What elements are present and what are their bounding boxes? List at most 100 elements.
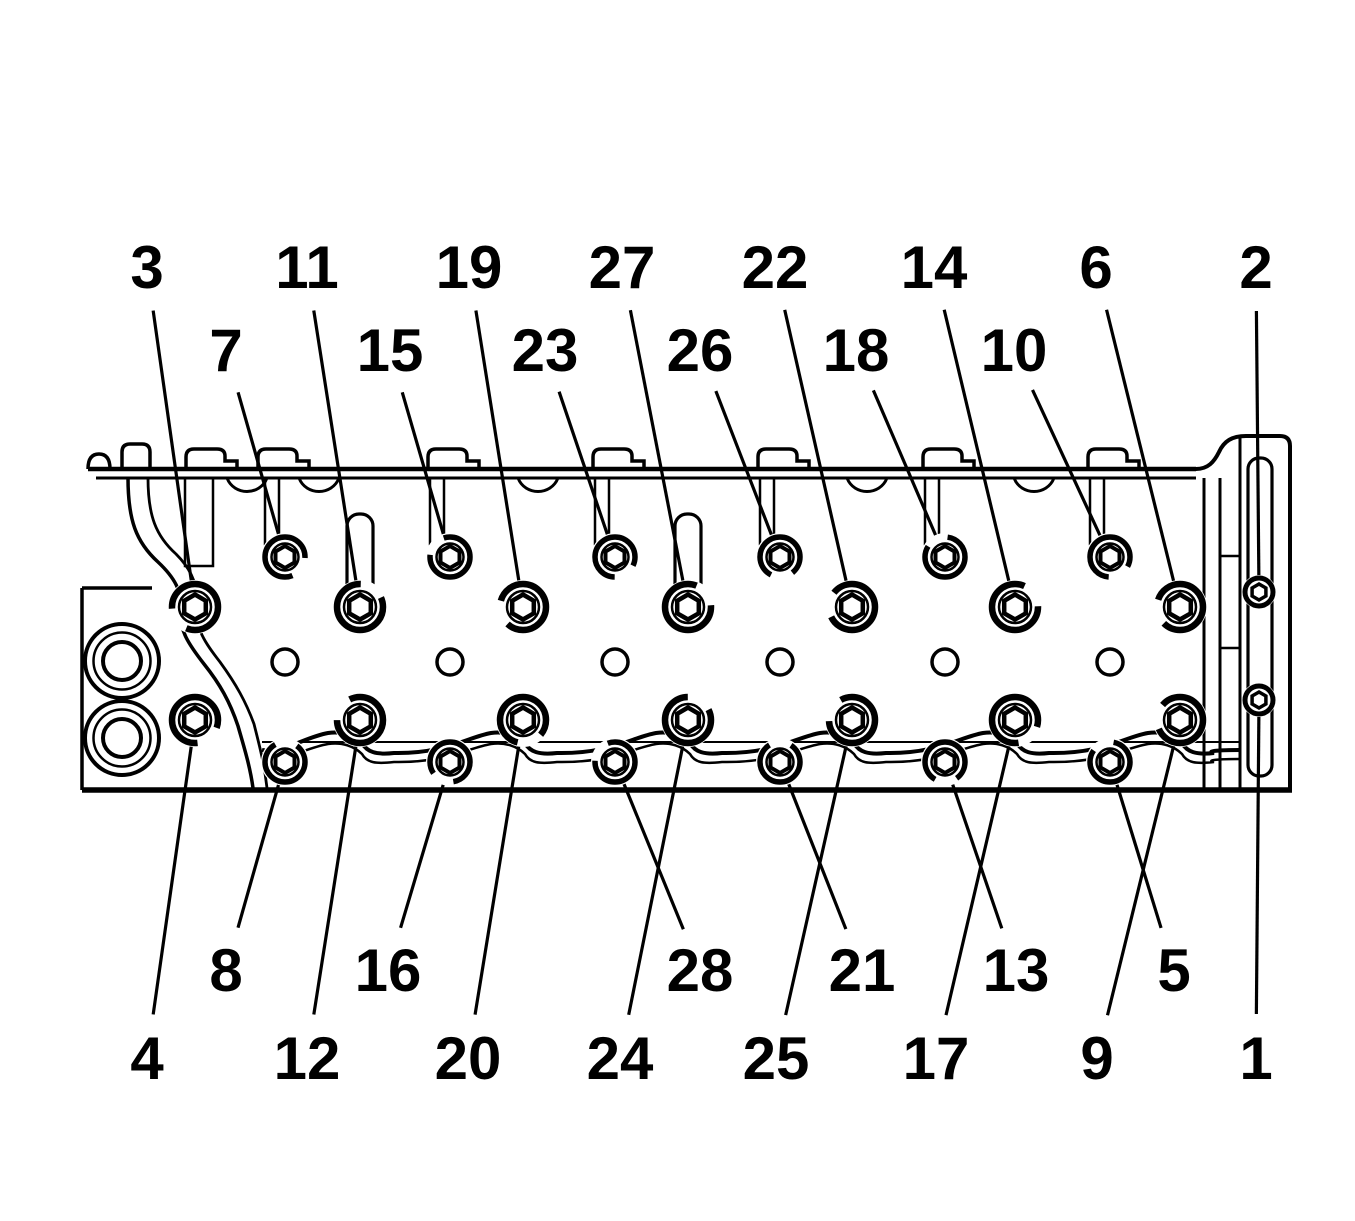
deck-dip xyxy=(516,477,560,493)
bolt-hex-head xyxy=(1098,543,1122,571)
callout-number-23: 23 xyxy=(512,317,579,384)
bolt-inner-ring xyxy=(997,589,1033,625)
head-small-hole xyxy=(765,647,795,677)
bolt-inner-ring xyxy=(1162,702,1198,738)
bolt-outer-ring xyxy=(168,580,222,634)
bolt-18 xyxy=(921,533,969,581)
bolt-outer-ring xyxy=(757,534,803,580)
head-small-hole xyxy=(930,647,960,677)
bolt-14 xyxy=(988,580,1042,634)
leader-line-27 xyxy=(628,309,690,608)
bolt-hex-head xyxy=(1098,748,1122,776)
callout-number-10: 10 xyxy=(981,317,1048,384)
callout-number-27: 27 xyxy=(589,234,656,301)
bolt-hex-head xyxy=(768,543,792,571)
bolt-inner-ring xyxy=(930,747,960,777)
deck-tab xyxy=(756,447,811,469)
leader-line-21 xyxy=(778,761,848,930)
bolt-outer-ring xyxy=(592,534,638,580)
head-small-hole xyxy=(435,647,465,677)
bolt-21 xyxy=(756,738,804,786)
deck-dip xyxy=(1012,477,1056,493)
port-boss-ring xyxy=(101,640,143,682)
bolt-9 xyxy=(1153,693,1207,747)
bolt-19 xyxy=(496,580,550,634)
bolt-24 xyxy=(661,693,715,747)
callout-number-18: 18 xyxy=(823,317,890,384)
callout-number-19: 19 xyxy=(436,234,503,301)
callout-number-12: 12 xyxy=(274,1025,341,1092)
callout-number-14: 14 xyxy=(901,234,968,301)
port-boss-ring xyxy=(83,699,161,777)
bolt-hex-head xyxy=(273,543,297,571)
callout-number-20: 20 xyxy=(435,1025,502,1092)
bolt-hex-head xyxy=(674,591,702,623)
bolt-inner-ring xyxy=(834,702,870,738)
bolt-inner-ring xyxy=(435,747,465,777)
left-bar xyxy=(120,442,152,470)
port-boss-ring xyxy=(92,708,152,768)
bolt-outer-ring xyxy=(1153,580,1207,634)
front-wall-box xyxy=(183,478,215,568)
head-small-hole xyxy=(600,647,630,677)
bolt-8 xyxy=(261,738,309,786)
bolt-7 xyxy=(261,533,309,581)
bolt-outer-ring xyxy=(427,739,473,785)
bolt-16 xyxy=(426,738,474,786)
head-small-hole xyxy=(1095,647,1125,677)
bolt-inner-ring xyxy=(834,589,870,625)
bolt-5 xyxy=(1086,738,1134,786)
head-small-hole xyxy=(270,647,300,677)
leader-line-26 xyxy=(714,390,782,558)
bolt-outer-ring xyxy=(427,534,473,580)
bolt-inner-ring xyxy=(435,542,465,572)
leader-line-1 xyxy=(1254,699,1261,1015)
bolt-20 xyxy=(496,693,550,747)
deck-dip xyxy=(225,477,269,493)
bolt-outer-ring xyxy=(1242,575,1276,609)
callout-number-4: 4 xyxy=(130,1025,164,1092)
bolt-inner-ring xyxy=(765,747,795,777)
bolt-outer-ring xyxy=(825,693,879,747)
callout-number-24: 24 xyxy=(587,1025,654,1092)
callout-number-5: 5 xyxy=(1157,937,1190,1004)
bolt-inner-ring xyxy=(177,589,213,625)
bolt-hex-head xyxy=(933,543,957,571)
bolt-hex-head xyxy=(603,748,627,776)
callout-number-8: 8 xyxy=(209,937,242,1004)
deck-tab xyxy=(184,447,239,469)
bolt-22 xyxy=(825,580,879,634)
deck-tab xyxy=(591,447,646,469)
callout-number-6: 6 xyxy=(1079,234,1112,301)
bolt-hex-head xyxy=(346,591,374,623)
bolt-3 xyxy=(168,580,222,634)
leader-line-9 xyxy=(1105,719,1182,1016)
callout-number-28: 28 xyxy=(667,937,734,1004)
left-profile-outer xyxy=(126,477,255,789)
callout-number-26: 26 xyxy=(667,317,734,384)
bolts xyxy=(168,533,1276,786)
bolt-inner-ring xyxy=(270,542,300,572)
bolt-outer-ring xyxy=(168,693,222,747)
callout-number-2: 2 xyxy=(1239,234,1272,301)
leader-line-19 xyxy=(474,310,525,608)
port-boss-ring xyxy=(83,622,161,700)
leader-line-15 xyxy=(400,391,452,558)
bolt-hex-head xyxy=(273,748,297,776)
bolt-inner-ring xyxy=(1162,589,1198,625)
bolt-hex-head xyxy=(1001,704,1029,736)
callout-number-3: 3 xyxy=(130,234,163,301)
bolt-2 xyxy=(1242,575,1276,609)
leader-line-10 xyxy=(1031,389,1112,558)
bolt-inner-ring xyxy=(505,702,541,738)
leader-line-11 xyxy=(312,310,362,608)
bolt-hex-head xyxy=(674,704,702,736)
bolt-inner-ring xyxy=(505,589,541,625)
bolt-outer-ring xyxy=(922,739,968,785)
leader-line-7 xyxy=(236,391,287,558)
leader-line-16 xyxy=(399,761,452,929)
leader-lines xyxy=(151,309,1261,1016)
bolt-outer-ring xyxy=(592,739,638,785)
bolt-outer-ring xyxy=(661,580,715,634)
